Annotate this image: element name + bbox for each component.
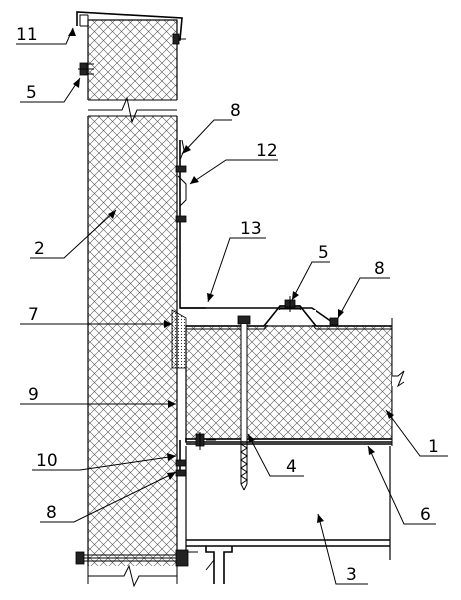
fastener-screw xyxy=(175,459,187,467)
callout-4: 4 xyxy=(286,457,297,477)
callout-8: 8 xyxy=(46,503,57,523)
callout-6: 6 xyxy=(420,505,431,525)
rivet xyxy=(329,317,339,326)
callout-8: 8 xyxy=(374,259,385,279)
bottom-wall-bolt xyxy=(75,549,198,567)
callout-8: 8 xyxy=(230,101,241,121)
callout-5: 5 xyxy=(26,83,37,103)
callout-labels: 11 5 8 12 2 13 5 8 7 9 1 10 4 6 8 3 xyxy=(16,25,439,585)
callout-1: 1 xyxy=(428,437,439,457)
callout-10: 10 xyxy=(36,451,58,471)
callout-7: 7 xyxy=(28,305,39,325)
sealant-foam xyxy=(171,309,187,369)
callout-2: 2 xyxy=(34,239,45,259)
callout-13: 13 xyxy=(240,219,262,239)
callout-9: 9 xyxy=(28,385,39,405)
callout-5: 5 xyxy=(318,243,329,263)
leader-lines xyxy=(16,27,448,585)
rib-screw xyxy=(284,296,296,312)
fastener-screw xyxy=(175,165,187,173)
fastener-screw xyxy=(78,62,94,76)
fastener-screw xyxy=(175,215,187,223)
fastener-screw xyxy=(175,469,187,477)
steel-beam xyxy=(185,446,391,584)
callout-11: 11 xyxy=(16,25,38,45)
callout-3: 3 xyxy=(346,565,357,585)
roof-panel xyxy=(185,305,408,446)
gap-strip xyxy=(176,368,187,440)
callout-12: 12 xyxy=(256,141,278,161)
wall-panel xyxy=(86,19,179,588)
fastener-screw xyxy=(172,33,186,45)
through-bolt xyxy=(237,315,251,491)
